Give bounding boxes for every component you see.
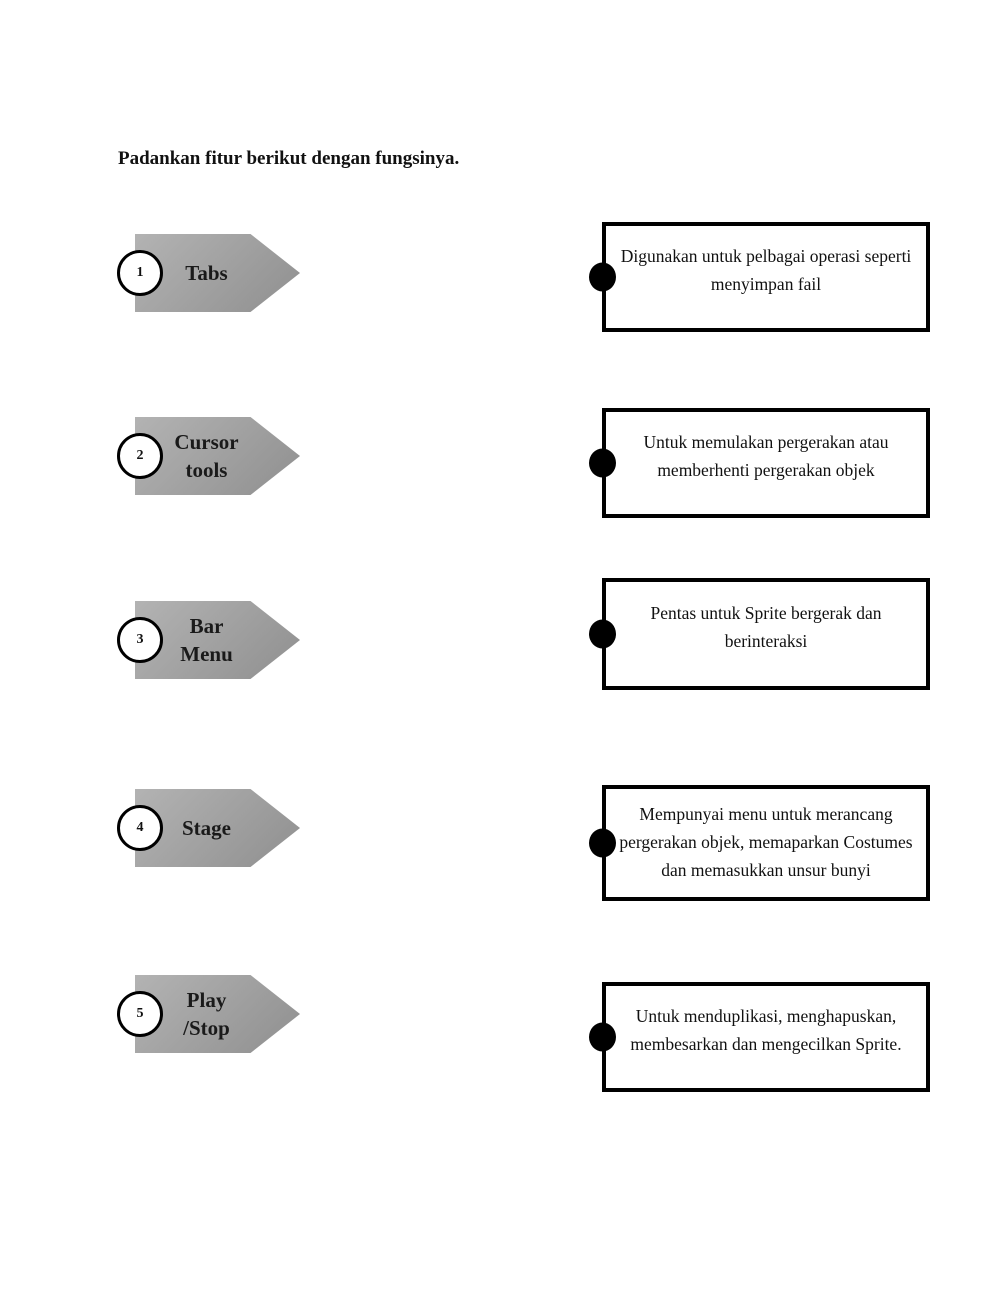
feature-label: Stage bbox=[182, 815, 231, 840]
number-badge-2[interactable]: 2 bbox=[117, 433, 163, 479]
number-text: 1 bbox=[136, 265, 144, 280]
function-text: Mempunyai menu untuk merancang pergeraka… bbox=[619, 804, 913, 880]
feature-label: Bar Menu bbox=[180, 613, 233, 666]
connector-dot[interactable] bbox=[589, 1022, 616, 1052]
feature-arrow-tabs[interactable]: Tabs 1 bbox=[117, 234, 300, 312]
number-badge-5[interactable]: 5 bbox=[117, 991, 163, 1037]
function-box-1[interactable]: Digunakan untuk pelbagai operasi seperti… bbox=[589, 222, 930, 332]
function-box-3[interactable]: Pentas untuk Sprite bergerak dan berinte… bbox=[589, 578, 930, 690]
feature-arrow-bar-menu[interactable]: Bar Menu 3 bbox=[117, 601, 300, 679]
page-title: Padankan fitur berikut dengan fungsinya. bbox=[118, 148, 460, 169]
number-text: 4 bbox=[136, 820, 144, 835]
number-text: 3 bbox=[136, 632, 144, 647]
number-text: 5 bbox=[136, 1006, 144, 1021]
feature-arrow-stage[interactable]: Stage 4 bbox=[117, 789, 300, 867]
connector-dot[interactable] bbox=[589, 619, 616, 649]
feature-label: Play /Stop bbox=[183, 987, 230, 1040]
number-badge-1[interactable]: 1 bbox=[117, 250, 163, 296]
connector-dot[interactable] bbox=[589, 262, 616, 292]
number-badge-4[interactable]: 4 bbox=[117, 805, 163, 851]
number-badge-3[interactable]: 3 bbox=[117, 617, 163, 663]
function-text: Untuk memulakan pergerakan atau memberhe… bbox=[643, 432, 889, 480]
function-box-2[interactable]: Untuk memulakan pergerakan atau memberhe… bbox=[589, 408, 930, 518]
feature-label: Cursor tools bbox=[174, 429, 239, 482]
connector-dot[interactable] bbox=[589, 448, 616, 478]
feature-label: Tabs bbox=[185, 260, 228, 285]
function-text: Pentas untuk Sprite bergerak dan berinte… bbox=[650, 603, 882, 651]
function-box-5[interactable]: Untuk menduplikasi, menghapuskan, membes… bbox=[589, 982, 930, 1092]
function-text: Untuk menduplikasi, menghapuskan, membes… bbox=[630, 1006, 902, 1054]
function-box-4[interactable]: Mempunyai menu untuk merancang pergeraka… bbox=[589, 785, 930, 901]
feature-arrow-play-stop[interactable]: Play /Stop 5 bbox=[117, 975, 300, 1053]
number-text: 2 bbox=[136, 448, 144, 463]
feature-arrow-cursor-tools[interactable]: Cursor tools 2 bbox=[117, 417, 300, 495]
function-text: Digunakan untuk pelbagai operasi seperti… bbox=[620, 246, 912, 294]
connector-dot[interactable] bbox=[589, 828, 616, 858]
